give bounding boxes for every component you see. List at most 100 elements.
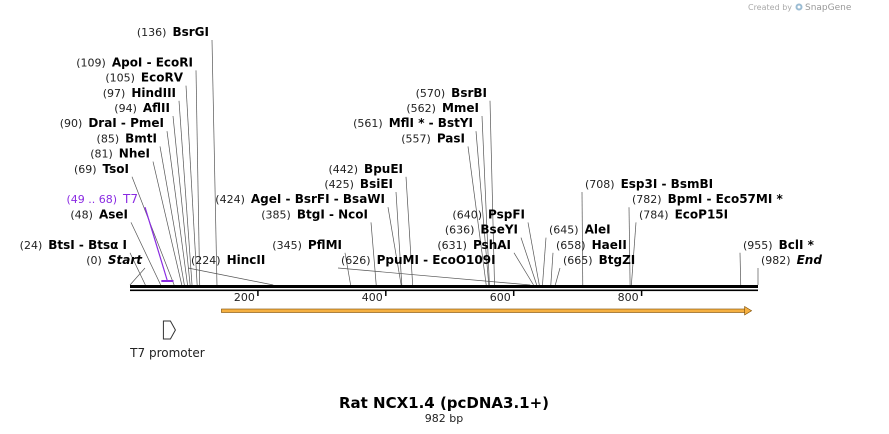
restriction-site[interactable]: PspFI(640) [452,207,525,221]
site-leader-line [172,115,191,286]
restriction-site[interactable]: (645)AleI [549,223,611,237]
site-position: (105) [105,72,135,85]
restriction-site[interactable]: BsiEI(425) [324,177,393,191]
orf-arrow[interactable] [221,305,753,316]
site-position: (24) [20,239,43,252]
restriction-site[interactable]: AseI (48) [70,207,128,221]
site-position: (94) [114,102,137,115]
site-leader-line [554,267,561,286]
t7-promoter-feature[interactable]: T7 promoter [129,320,205,360]
restriction-site[interactable]: MflI * - BstYI(561) [353,116,473,130]
site-name: PpuMI - EcoO109I [377,253,496,267]
restriction-site[interactable]: AflII (94) [114,101,170,115]
site-name: BtgZI [599,253,636,267]
t7-promoter-label: T7 promoter [129,346,205,360]
restriction-site[interactable]: BtsI - Btsα I (24) [20,238,127,252]
site-position: (955) [743,239,773,252]
site-leader-line [527,222,540,286]
restriction-site[interactable]: (782)BpmI - Eco57MI * [632,192,783,206]
restriction-site[interactable]: HindIII(97) [103,86,176,100]
map-length: 982 bp [425,412,463,425]
site-position: (626) [341,254,371,267]
site-position: (48) [70,208,93,221]
site-position: (557) [401,132,431,145]
restriction-site[interactable]: EcoRV(105) [105,71,183,85]
restriction-site[interactable]: ApoI - EcoRI(109) [76,55,193,69]
restriction-site[interactable]: Start (0) [86,253,143,267]
site-name: BseYI [480,223,518,237]
site-position: (442) [328,163,358,176]
restriction-site[interactable]: BpuEI(442) [328,162,403,176]
restriction-site[interactable]: (708)Esp3I - BsmBI [585,177,713,191]
restriction-site[interactable]: MmeI(562) [406,101,479,115]
restriction-site[interactable]: PshAI(631) [437,238,511,252]
t7-leader-line [144,207,168,282]
site-leader-line [395,191,403,286]
site-leader-line [628,207,631,286]
site-position: (85) [97,132,120,145]
restriction-site[interactable]: (784)EcoP15I [639,207,728,221]
site-position: (109) [76,56,106,69]
site-leader-line [542,237,547,286]
snapgene-logo-icon [795,3,803,11]
site-name: AseI [99,207,128,221]
restriction-site[interactable]: BsrBI(570) [416,86,487,100]
site-leader-line [152,161,183,286]
site-name: Start [108,253,143,267]
restriction-site[interactable]: BtgI - NcoI (385) [261,207,368,221]
orf-body [221,308,746,313]
site-name: EcoP15I [675,207,729,221]
ruler-tick-label: 200 [234,291,255,304]
site-leader-line [513,252,534,286]
restriction-site[interactable]: (224)HincII [191,253,265,267]
site-leader-line [475,131,490,286]
site-leader-line [129,252,146,286]
site-leader-line [550,252,554,286]
restriction-site[interactable]: TsoI(69) [74,162,129,176]
site-name: End [797,253,823,267]
site-position: (385) [261,208,291,221]
site-position: (782) [632,193,662,206]
restriction-site[interactable]: (658)HaeII [556,238,627,252]
site-leader-line [185,85,198,286]
site-name: BmtI [125,131,157,145]
site-name: BtgI - NcoI [297,207,368,221]
site-leader-line [166,131,188,286]
site-name: AflII [143,101,170,115]
site-position: (631) [437,239,467,252]
site-leader-line [520,237,538,286]
site-lines-layer [129,39,759,286]
site-leader-line [159,146,185,286]
t7-site-name: T7 [122,192,138,206]
site-name: BsrGI [172,25,209,39]
site-position: (81) [90,148,113,161]
site-position: (136) [137,26,167,39]
restriction-site[interactable]: (626) PpuMI - EcoO109I [341,253,496,267]
site-leader-line [739,252,742,286]
restriction-site[interactable]: PflMI(345) [272,238,342,252]
restriction-site[interactable]: BseYI(636) [445,223,518,237]
restriction-site[interactable]: (955)BclI * [743,238,815,252]
site-leader-line [489,100,495,286]
site-name: AleI [585,223,611,237]
restriction-site[interactable]: (982)End [761,253,822,267]
site-name: BtsI - Btsα I [48,238,127,252]
site-position: (0) [86,254,102,267]
site-name: BsiEI [360,177,393,191]
restriction-site[interactable]: AgeI - BsrFI - BsaWI(424) [215,192,385,206]
restriction-site[interactable]: PasI (557) [401,131,465,145]
restriction-site[interactable]: BsrGI (136) [137,25,209,39]
restriction-site[interactable]: (665)BtgZI [563,253,635,267]
restriction-site[interactable]: DraI - PmeI(90) [60,116,164,130]
site-leader-line [370,222,377,286]
site-labels-layer: Start (0) BtsI - Btsα I (24) AseI (48) TsoI(69… [20,25,823,267]
site-name: HaeII [592,238,627,252]
restriction-site[interactable]: BmtI (85) [97,131,157,145]
t7-site-layer: T7(49 .. 68) [66,192,174,282]
restriction-site[interactable]: NheI(81) [90,147,150,161]
site-name: PasI [437,131,465,145]
site-name: TsoI [103,162,129,176]
ruler-tick-label: 400 [362,291,383,304]
